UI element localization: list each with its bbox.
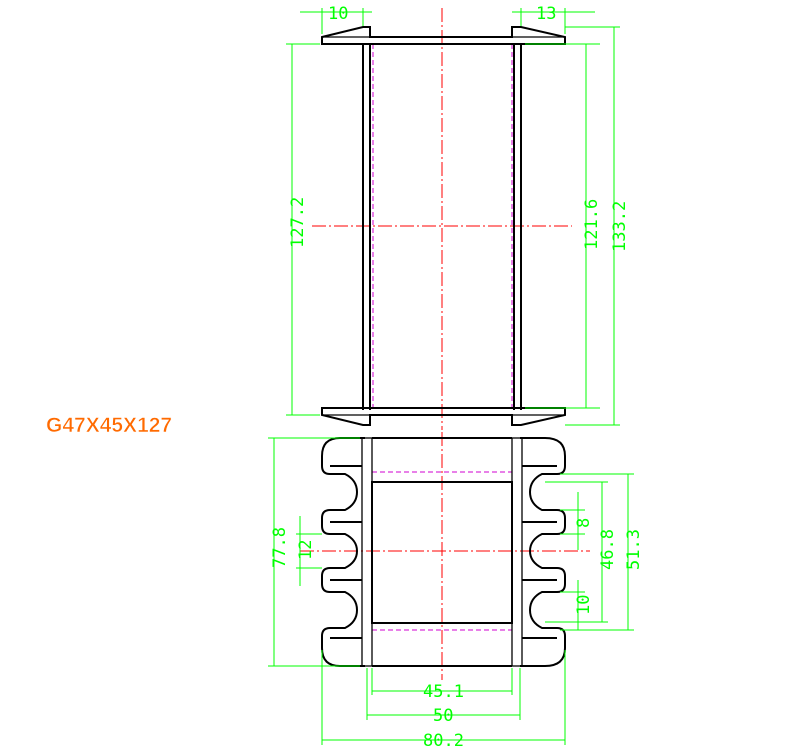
dim-outer-span: 51.3 [624, 529, 644, 570]
dim-overall-height: 133.2 [610, 201, 630, 252]
dim-top-left-flange: 10 [328, 4, 348, 24]
side-view [312, 8, 572, 430]
dim-slot-pitch: 12 [296, 540, 316, 560]
end-view-dimensions: 77.8 12 8 46.8 51.3 10 45.1 [268, 437, 644, 750]
dim-bottom-total-height: 77.8 [270, 527, 290, 568]
dim-right-inner-height: 121.6 [582, 199, 602, 250]
dim-slot-span: 46.8 [598, 529, 618, 570]
dim-inner-width: 45.1 [423, 682, 464, 702]
dim-slot-depth: 8 [574, 518, 594, 528]
dim-top-right-flange: 13 [536, 4, 556, 24]
dim-inner-height: 127.2 [288, 197, 308, 248]
end-view [300, 432, 590, 680]
part-title: G47X45X127 [46, 414, 172, 437]
side-view-dimensions: 10 13 127.2 121.6 133.2 [286, 4, 630, 426]
right-comb [520, 437, 566, 667]
top-flange [321, 26, 566, 45]
dim-overall-width: 80.2 [423, 731, 464, 750]
dim-slot-width: 10 [574, 595, 594, 615]
bottom-flange [321, 407, 566, 426]
left-post [361, 437, 373, 667]
dim-core-width: 50 [433, 706, 453, 726]
left-comb [321, 437, 365, 667]
right-post [511, 437, 523, 667]
